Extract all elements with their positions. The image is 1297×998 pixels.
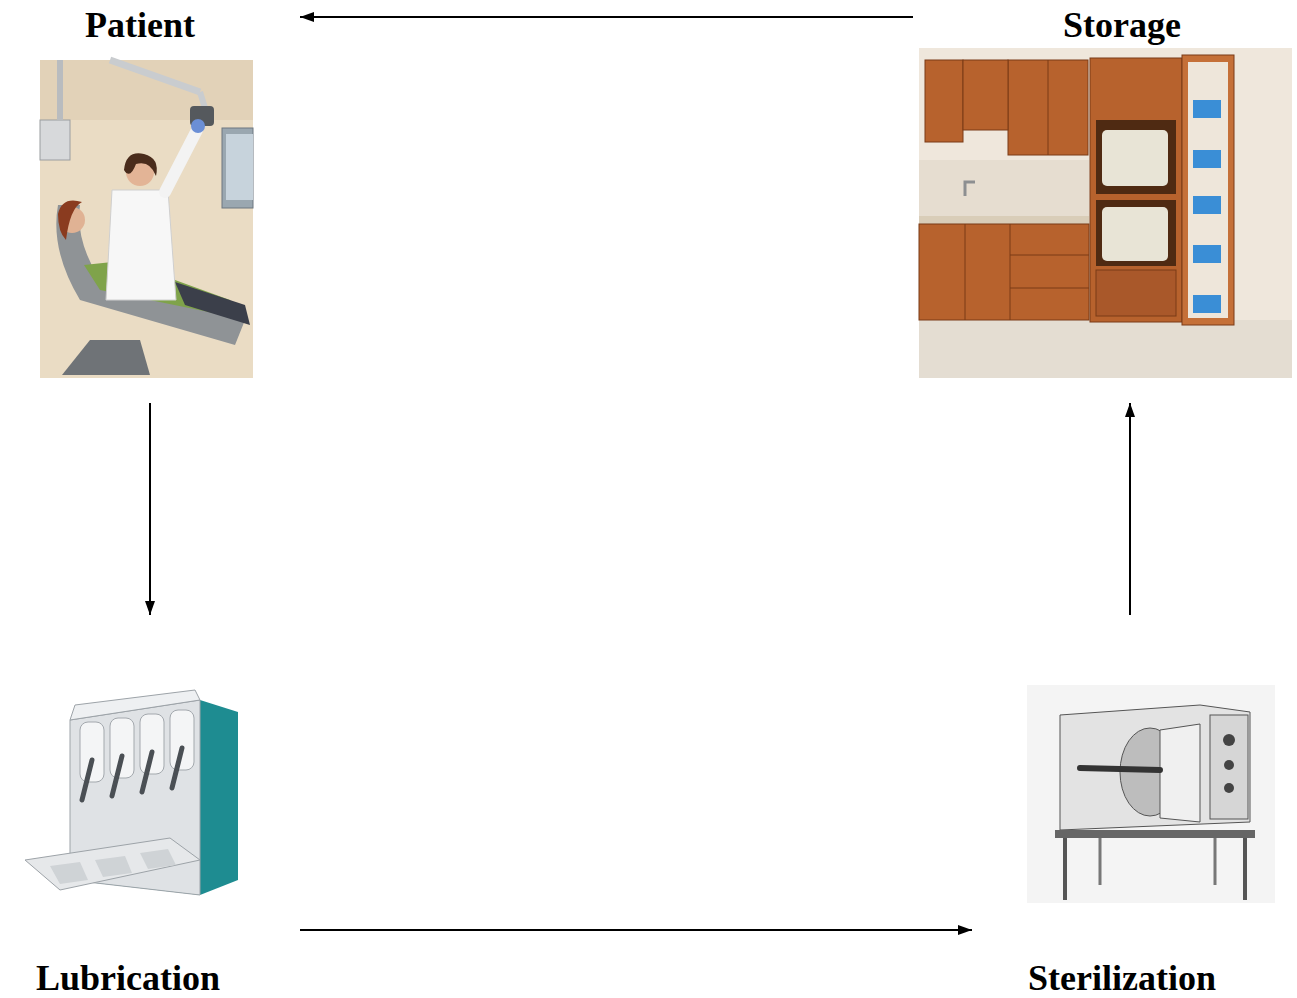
storage-cabinet-photo-part xyxy=(1193,100,1221,118)
lubrication-device-part xyxy=(50,849,176,884)
dental-chair-photo-part xyxy=(110,60,200,92)
autoclave-photo-part xyxy=(1099,838,1102,885)
lubrication-device-part xyxy=(140,714,164,774)
autoclave-photo-part xyxy=(1080,768,1160,770)
storage-cabinet-photo-part xyxy=(1182,55,1234,325)
dental-chair-photo-part xyxy=(175,282,250,325)
storage-cabinet-photo-part xyxy=(1193,245,1221,263)
storage-cabinet-photo-part xyxy=(919,224,1089,320)
autoclave-photo-part xyxy=(1224,783,1234,793)
autoclave-photo-part xyxy=(1027,685,1275,903)
flow-arrow xyxy=(1129,403,1131,615)
node-label: Sterilization xyxy=(1028,958,1216,998)
storage-cabinet-photo-part xyxy=(1090,58,1182,322)
dental-chair-photo-part xyxy=(106,190,176,300)
dental-chair-photo-part xyxy=(165,130,197,192)
storage-cabinet-photo-part xyxy=(1096,200,1176,266)
storage-cabinet-photo-part xyxy=(1010,288,1089,289)
storage-cabinet-photo-part xyxy=(919,216,1089,224)
autoclave-photo-part xyxy=(1060,705,1250,830)
storage-cabinet-photo-part xyxy=(1010,224,1011,320)
dental-chair-photo-part xyxy=(40,60,253,378)
lubrication-device-part xyxy=(110,718,134,778)
flow-arrow xyxy=(300,929,972,931)
storage-cabinet-photo-part xyxy=(925,60,963,142)
storage-cabinet-photo-part xyxy=(1193,295,1221,313)
flow-arrow xyxy=(149,403,151,615)
storage-cabinet-photo-part xyxy=(1048,60,1049,155)
lubrication-device-part xyxy=(80,722,104,782)
stage-node: Storage xyxy=(915,5,1292,380)
stage-node: Lubrication xyxy=(15,680,260,998)
lubrication-device xyxy=(25,690,238,895)
storage-cabinet-photo-part xyxy=(1193,196,1221,214)
autoclave-photo-part xyxy=(1223,734,1235,746)
autoclave-photo-part xyxy=(1214,838,1217,885)
dental-chair-photo-part xyxy=(191,119,205,133)
autoclave-photo-part xyxy=(1063,838,1067,900)
storage-cabinet-photo-part xyxy=(1008,60,1088,155)
storage-cabinet-photo-part xyxy=(1010,255,1089,256)
lubrication-device-part xyxy=(170,710,194,770)
autoclave-photo-part xyxy=(1243,838,1247,900)
autoclave-photo-part xyxy=(1224,760,1234,770)
autoclave-photo-part xyxy=(1055,830,1255,838)
storage-cabinet-photo-part xyxy=(965,224,966,320)
storage-cabinet-photo-part xyxy=(965,182,975,196)
storage-cabinet-photo-part xyxy=(919,48,1292,378)
dental-chair-photo-part xyxy=(226,134,253,200)
storage-cabinet-photo-part xyxy=(1188,62,1228,318)
dental-chair-photo-part xyxy=(200,92,205,108)
dental-chair-photo-part xyxy=(57,60,63,120)
dental-chair-photo-part xyxy=(58,201,82,241)
autoclave-photo xyxy=(1027,685,1275,903)
storage-cabinet-photo xyxy=(919,48,1292,378)
storage-cabinet-photo-part xyxy=(1193,150,1221,168)
dental-chair-photo-part xyxy=(222,128,253,208)
flow-arrow xyxy=(300,16,913,18)
storage-cabinet-photo-part xyxy=(1096,120,1176,194)
lubrication-device-part xyxy=(25,838,200,890)
storage-cabinet-photo-part xyxy=(1102,207,1168,261)
storage-cabinet-photo-part xyxy=(1096,270,1176,316)
stage-node: Sterilization xyxy=(1000,680,1292,998)
node-label: Lubrication xyxy=(36,958,220,998)
dental-chair-photo-part xyxy=(124,153,157,176)
storage-cabinet-photo-part xyxy=(1102,130,1168,186)
node-label: Storage xyxy=(1063,5,1181,45)
node-label: Patient xyxy=(85,5,195,45)
autoclave-photo-part xyxy=(1210,715,1248,819)
storage-cabinet-photo-part xyxy=(919,160,1089,222)
dental-chair-photo-part xyxy=(40,60,253,120)
dental-chair-photo-part xyxy=(62,340,150,375)
dental-chair-photo-part xyxy=(40,120,70,160)
dental-chair-photo xyxy=(40,60,253,378)
stage-node: Patient xyxy=(30,5,260,380)
storage-cabinet-photo-part xyxy=(963,60,1008,130)
autoclave-photo-part xyxy=(1160,724,1200,822)
lubrication-device-part xyxy=(82,748,182,800)
storage-cabinet-photo-part xyxy=(919,320,1292,378)
